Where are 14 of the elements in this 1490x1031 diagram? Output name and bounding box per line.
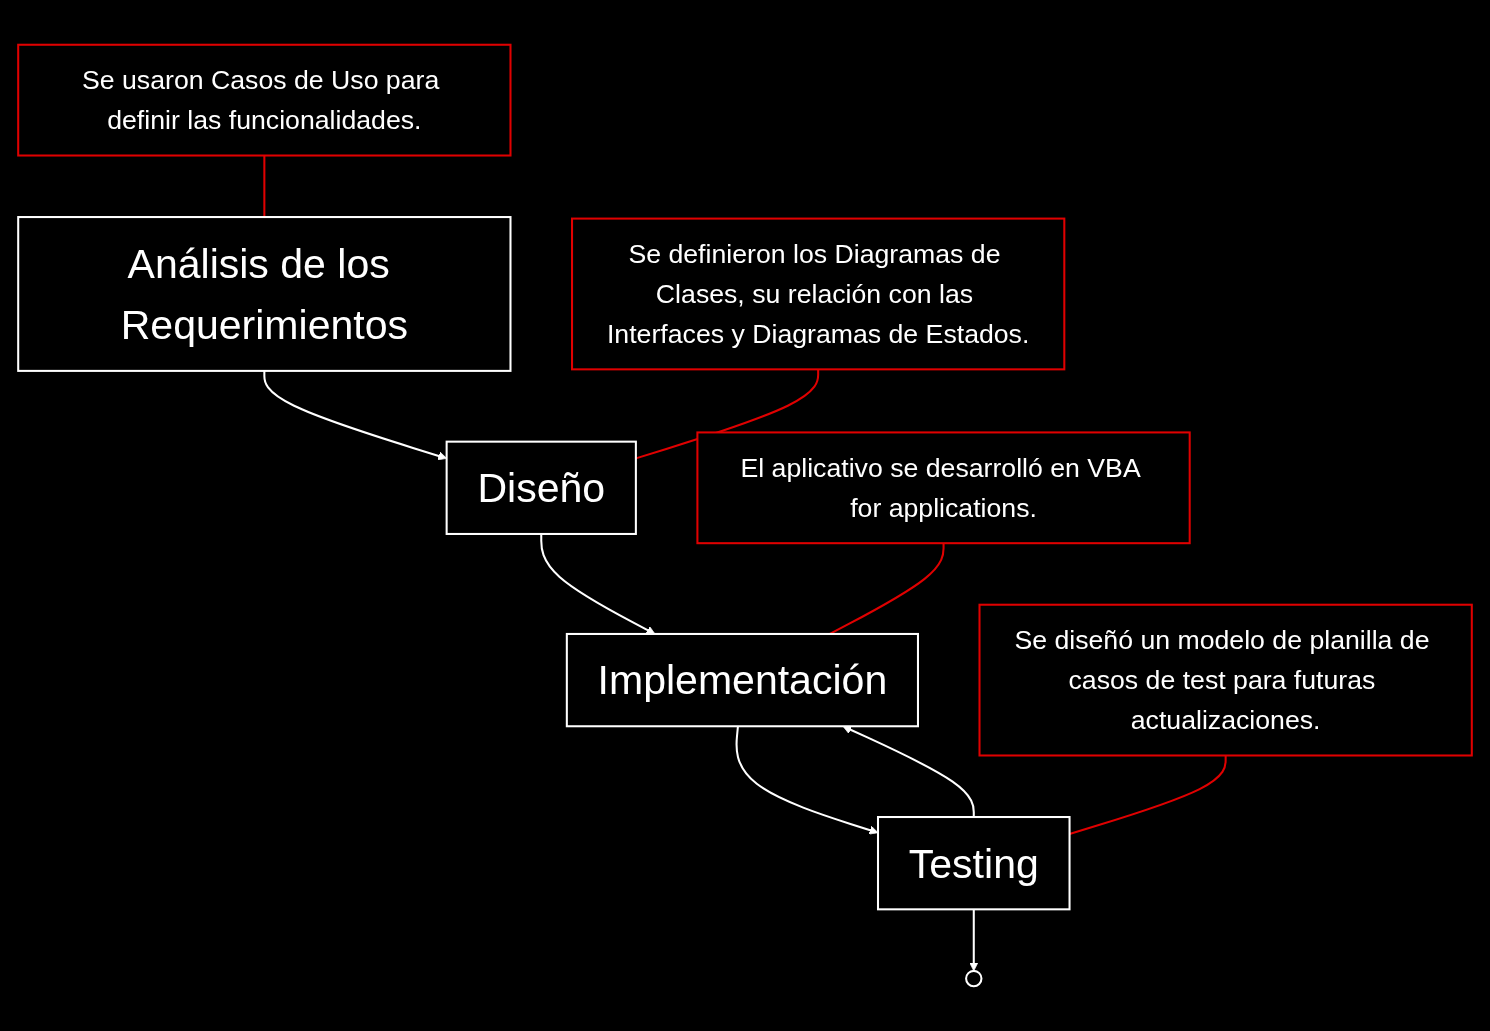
node-box: Análisis de los Requerimientos <box>17 216 512 372</box>
connector <box>635 369 820 460</box>
node-box: Testing <box>877 816 1071 911</box>
node-box: Implementación <box>565 632 919 728</box>
node-box: El aplicativo se desarrolló en VBA for applications. <box>696 431 1191 545</box>
arrow <box>735 726 879 835</box>
node-box: Se usaron Casos de Uso para definir las funcionalidades. <box>17 43 512 157</box>
connector <box>1069 755 1227 835</box>
node-box: Se diseñó un modelo de planilla de casos de test para futuras actualizaciones. <box>978 603 1473 757</box>
node-ellipse <box>965 969 983 988</box>
node-box: Diseño <box>445 440 637 535</box>
node-box: Se definieron los Diagramas de Clases, su relación con las Interfaces y Diagramas de Estados. <box>571 217 1066 371</box>
connector <box>263 155 266 218</box>
arrow <box>969 909 979 972</box>
